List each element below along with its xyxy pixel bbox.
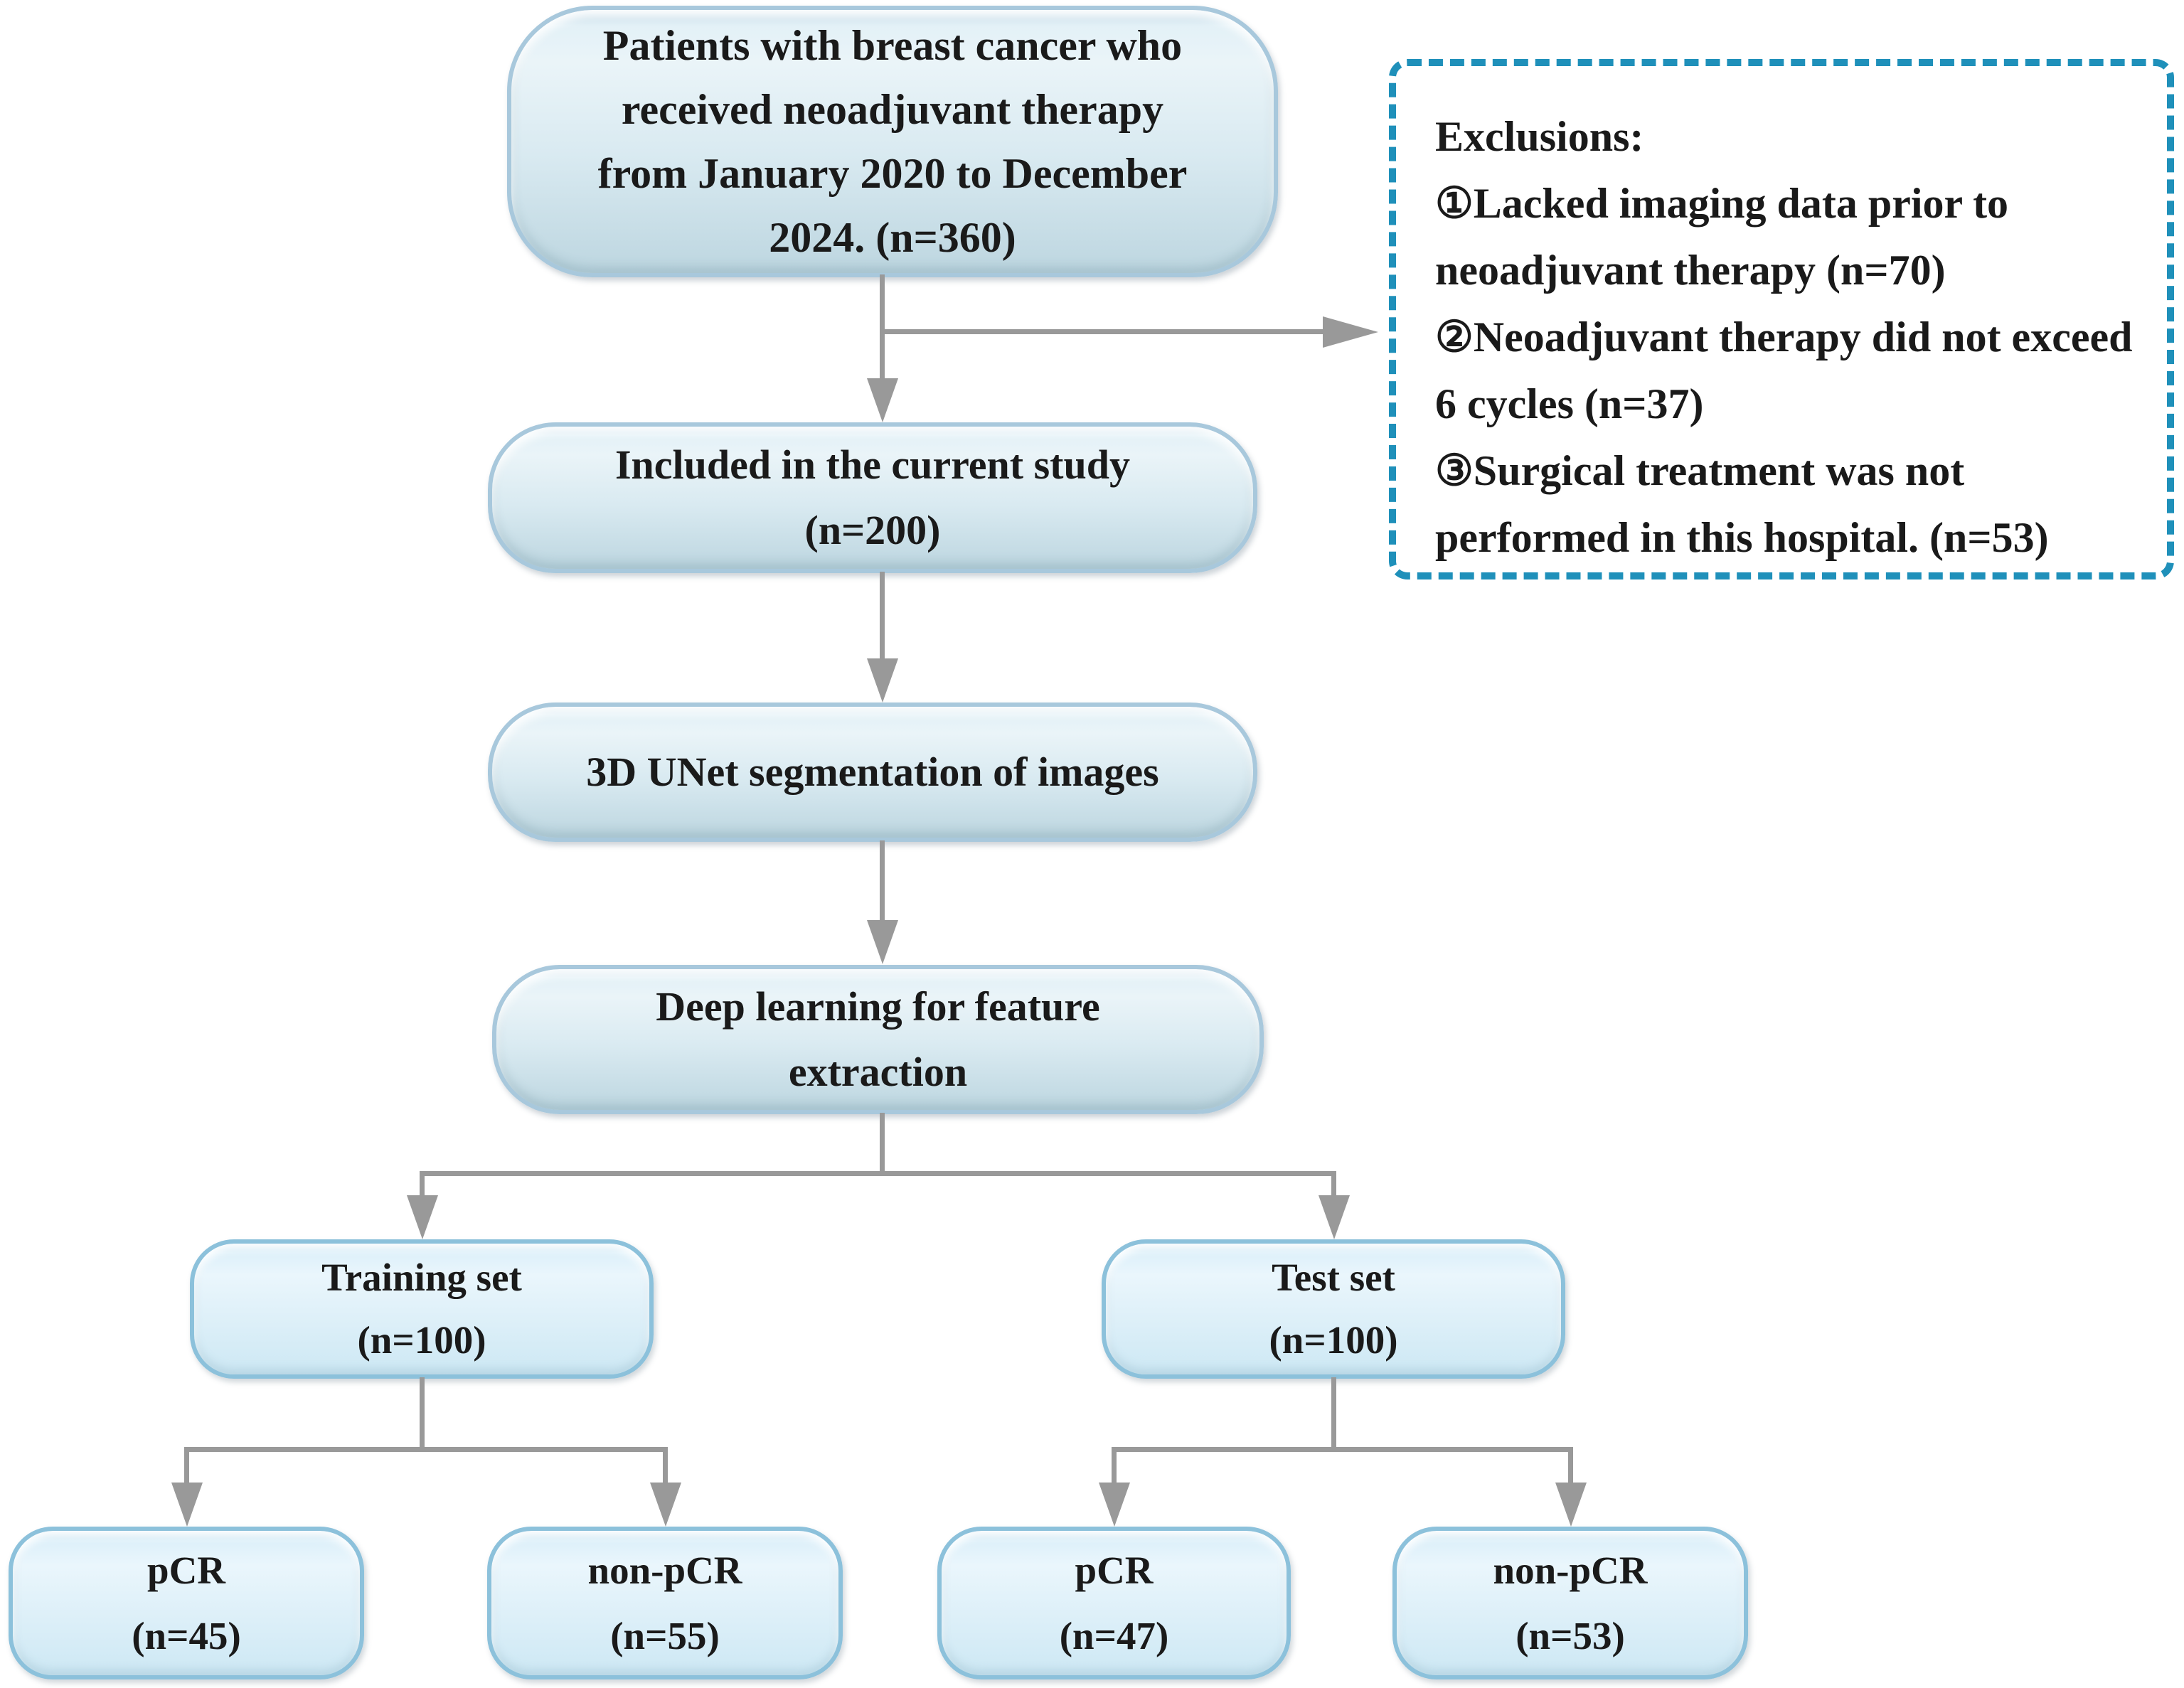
arrowhead-down-icon xyxy=(1555,1483,1587,1527)
arrowhead-down-icon xyxy=(867,920,898,964)
arrowhead-down-icon xyxy=(171,1483,203,1527)
node-training-pcr: pCR (n=45) xyxy=(9,1527,364,1679)
exclusions-title: Exclusions: xyxy=(1435,113,1644,160)
arrowhead-down-icon xyxy=(650,1483,681,1527)
connector-split-to-test xyxy=(1331,1171,1336,1200)
arrowhead-down-icon xyxy=(1319,1195,1350,1239)
connector-unet-to-deep xyxy=(880,840,885,922)
exclusion-item-1: ①Lacked imaging data prior to neoadjuvan… xyxy=(1435,180,2009,294)
connector-split-to-test-non-pcr xyxy=(1568,1447,1573,1485)
connector-to-exclusions xyxy=(880,329,1323,334)
arrowhead-down-icon xyxy=(867,378,898,422)
arrowhead-down-icon xyxy=(867,658,898,703)
connector-deep-split-stem xyxy=(880,1113,885,1176)
connector-split-to-test-pcr xyxy=(1112,1447,1117,1485)
connector-test-split-bar xyxy=(1112,1447,1573,1452)
node-deep-learning: Deep learning for feature extraction xyxy=(492,965,1264,1114)
node-included: Included in the current study (n=200) xyxy=(488,422,1257,573)
arrowhead-down-icon xyxy=(1099,1483,1130,1527)
exclusions-box: Exclusions: ①Lacked imaging data prior t… xyxy=(1389,59,2174,579)
connector-training-split-stem xyxy=(420,1377,425,1450)
arrowhead-down-icon xyxy=(407,1195,438,1239)
exclusion-item-3: ③Surgical treatment was not performed in… xyxy=(1435,447,2049,561)
connector-deep-split-bar xyxy=(422,1171,1336,1176)
node-segmentation: 3D UNet segmentation of images xyxy=(488,703,1257,842)
exclusion-item-2: ②Neoadjuvant therapy did not exceed 6 cy… xyxy=(1435,314,2133,427)
connector-split-to-training xyxy=(420,1171,425,1200)
connector-included-to-unet xyxy=(880,572,885,660)
node-test-non-pcr: non-pCR (n=53) xyxy=(1392,1527,1748,1679)
node-test-pcr: pCR (n=47) xyxy=(937,1527,1291,1679)
node-training-non-pcr: non-pCR (n=55) xyxy=(487,1527,843,1679)
connector-training-split-bar xyxy=(184,1447,668,1452)
connector-test-split-stem xyxy=(1331,1377,1336,1450)
node-test-set: Test set (n=100) xyxy=(1102,1239,1565,1379)
node-patients: Patients with breast cancer who received… xyxy=(507,6,1278,277)
connector-patients-to-included xyxy=(880,274,885,380)
node-training-set: Training set (n=100) xyxy=(190,1239,654,1379)
arrowhead-right-icon xyxy=(1323,316,1378,348)
connector-split-to-train-pcr xyxy=(184,1447,189,1485)
connector-split-to-train-non-pcr xyxy=(663,1447,668,1485)
